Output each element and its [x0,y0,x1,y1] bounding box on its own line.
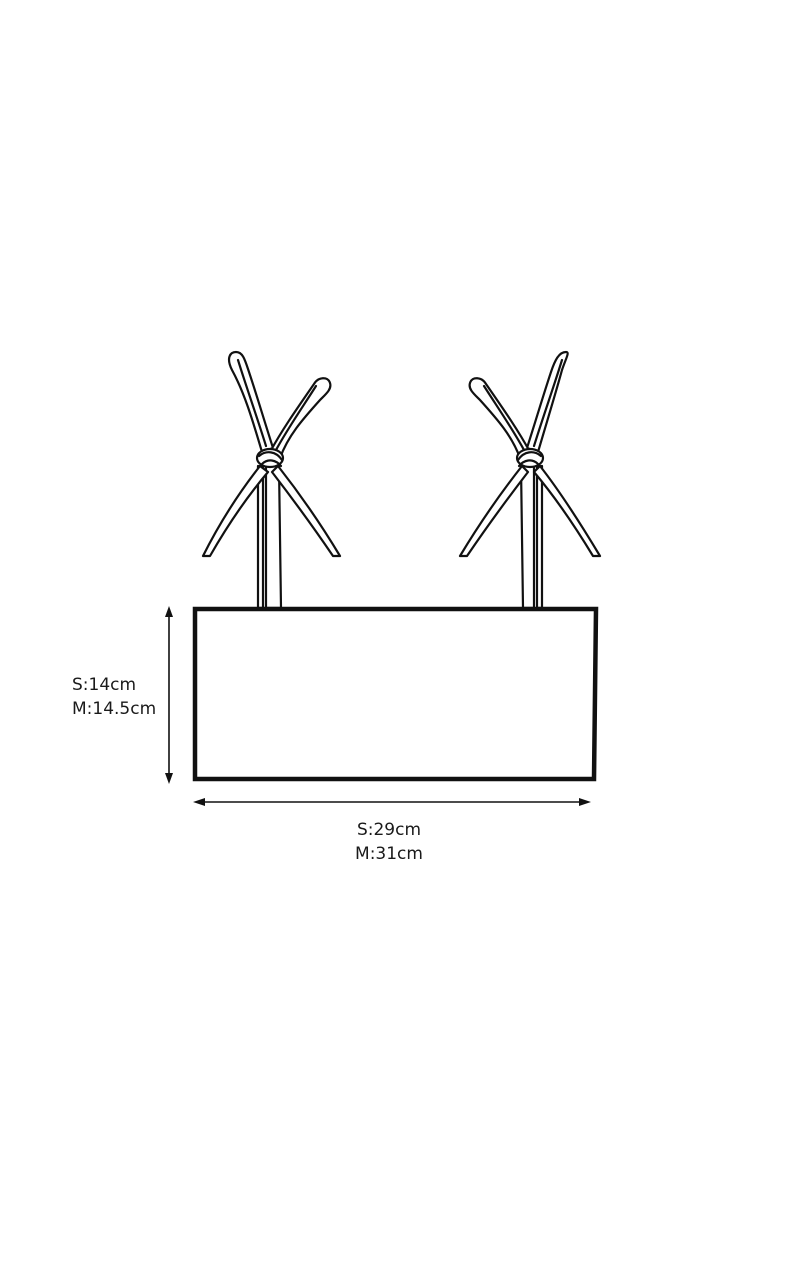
right-strap-upper-long-inner [532,358,564,448]
left-strap-upper-long-inner [236,358,268,448]
right-strap-group [458,350,602,610]
width-label-s: S:29cm [357,820,421,840]
left-strap-vertical-inner [264,464,283,610]
right-strap-upper-short-inner [482,384,526,452]
right-strap-lower-right [532,464,602,558]
left-strap-lower-left [201,464,270,558]
left-strap-group [201,350,342,610]
right-strap-upper-short [468,377,532,460]
height-dimension-arrow [165,606,173,784]
left-strap-knot-detail [257,451,284,468]
left-strap-upper-short [268,377,332,460]
right-strap-lower-left [458,464,530,558]
left-strap-vertical [256,464,265,610]
left-strap-upper-short-inner [274,384,318,452]
width-label-m: M:31cm [355,844,423,864]
height-label-s: S:14cm [72,675,136,695]
left-strap-lower-right [270,464,342,558]
right-strap-knot-detail [516,451,543,468]
height-label-m: M:14.5cm [72,699,156,719]
garment-body-outline [192,606,599,782]
right-strap-vertical [519,464,536,610]
width-dimension-arrow [193,798,591,806]
right-strap-vertical-inner [535,464,544,610]
